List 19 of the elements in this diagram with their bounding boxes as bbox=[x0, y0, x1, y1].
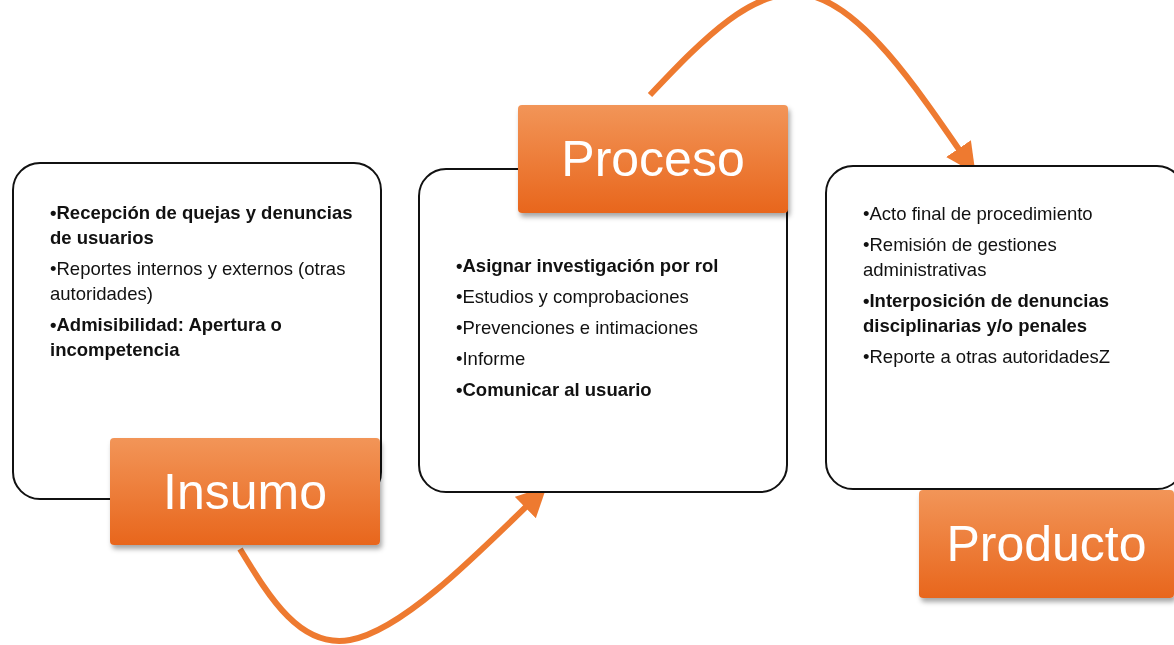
bullet-text: •Estudios y comprobaciones bbox=[456, 285, 690, 309]
bullet-text: •Interposición de denuncias disciplinarias y/o penales bbox=[863, 289, 1110, 338]
bullet-text: •Reportes internos y externos (otras autoridades) bbox=[50, 257, 347, 306]
bullet-text: •Reporte a otras autoridadesZ bbox=[863, 345, 1112, 369]
stage-label-box bbox=[110, 438, 380, 545]
bullet-text: •Recepción de quejas y denuncias de usuarios bbox=[50, 201, 354, 250]
bullet-text: •Asignar investigación por rol bbox=[456, 254, 720, 278]
bullet-text: •Remisión de gestiones administrativas bbox=[863, 233, 1058, 282]
bullet-text: •Comunicar al usuario bbox=[456, 378, 653, 402]
stage-label-box bbox=[919, 490, 1174, 598]
content-card bbox=[825, 165, 1174, 490]
stage-label-box bbox=[518, 105, 788, 213]
bullet-text: •Prevenciones e intimaciones bbox=[456, 316, 699, 340]
bullet-text: •Admisibilidad: Apertura o incompetencia bbox=[50, 313, 283, 362]
bullet-text: •Informe bbox=[456, 347, 527, 371]
stage-title: Producto bbox=[946, 515, 1147, 573]
bullet-text: •Acto final de procedimiento bbox=[863, 202, 1094, 226]
stage-title: Proceso bbox=[561, 130, 745, 188]
stage-title: Insumo bbox=[163, 462, 327, 521]
